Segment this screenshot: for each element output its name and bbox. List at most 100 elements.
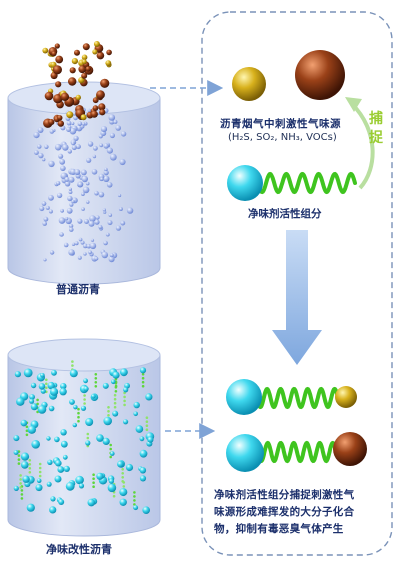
cyan-particle	[133, 505, 139, 511]
asphalt-particle	[106, 147, 113, 154]
spring-bead	[71, 364, 74, 367]
spring-bead	[36, 398, 39, 402]
spring-bead	[112, 494, 116, 498]
asphalt-particle	[77, 218, 83, 224]
spring-bead	[45, 382, 48, 386]
cyan-particle	[69, 399, 75, 405]
asphalt-particles	[33, 107, 134, 263]
asphalt-particle	[71, 199, 75, 204]
spring-bead	[38, 470, 42, 474]
asphalt-particle	[48, 194, 54, 201]
asphalt-particle	[81, 122, 86, 126]
spring-bead	[114, 386, 118, 389]
brown-smoke-particle	[52, 65, 63, 75]
asphalt-particle	[77, 255, 82, 260]
asphalt-particle	[49, 250, 55, 255]
spring-bead	[86, 432, 90, 436]
asphalt-particle	[90, 238, 95, 242]
spring-bead	[92, 473, 95, 477]
asphalt-particle	[60, 165, 66, 172]
cyan-particle	[49, 506, 57, 514]
cyan-particle	[26, 503, 35, 512]
cyan-particle	[54, 475, 62, 483]
asphalt-particle	[48, 209, 53, 214]
spring-bead	[19, 486, 22, 489]
asphalt-particle	[104, 167, 108, 172]
asphalt-particle	[88, 250, 92, 255]
cyan-particle	[23, 368, 33, 378]
asphalt-particle	[71, 141, 75, 146]
spring-bead	[77, 419, 80, 423]
cyan-particle	[63, 465, 70, 472]
spring-bead	[113, 405, 117, 409]
spring-bead	[145, 428, 149, 432]
cyan-particle	[21, 461, 29, 469]
asphalt-particle	[69, 202, 74, 207]
cyan-particle	[80, 405, 87, 411]
asphalt-particle	[73, 135, 79, 141]
cyan-particle	[83, 378, 88, 384]
asphalt-particle	[45, 205, 50, 210]
asphalt-particle	[87, 141, 94, 147]
cyan-particle	[119, 498, 127, 506]
asphalt-particle	[59, 232, 64, 237]
asphalt-particle	[100, 177, 104, 181]
asphalt-particle	[100, 126, 108, 133]
asphalt-particle	[41, 201, 47, 206]
asphalt-particle	[42, 221, 47, 226]
asphalt-particle	[66, 120, 72, 126]
cyan-particle	[147, 436, 154, 443]
spring-bead	[145, 424, 149, 428]
brown-molecule-icon	[295, 50, 345, 100]
brown-smoke-particle	[48, 119, 55, 126]
ordinary-asphalt-label: 普通沥青	[56, 283, 100, 296]
mechanism-line-2: 味源形成难挥发的大分子化合	[214, 506, 355, 518]
asphalt-particle	[108, 256, 115, 263]
capture-label: 捕捉	[369, 111, 383, 146]
asphalt-particle	[99, 143, 104, 148]
spring-bead	[123, 399, 126, 403]
asphalt-particle	[85, 181, 90, 186]
component-with-gold-icon	[226, 379, 357, 415]
asphalt-particle	[37, 144, 42, 149]
spring-bead	[109, 447, 112, 451]
spring-bead	[83, 398, 86, 401]
active-component-icon	[227, 165, 357, 201]
asphalt-particle	[67, 149, 73, 154]
asphalt-particle	[80, 240, 85, 245]
spring-bead	[113, 401, 117, 405]
spring-bead	[19, 474, 22, 477]
spring-bead	[28, 463, 32, 466]
spring-bead	[141, 380, 145, 384]
spring-bead	[25, 429, 29, 433]
asphalt-particle	[58, 153, 64, 159]
cyan-particle	[112, 410, 119, 417]
cyan-particle	[133, 411, 138, 417]
asphalt-particle	[75, 144, 81, 150]
asphalt-particle	[59, 158, 66, 165]
brown-smoke-particle	[78, 65, 87, 74]
asphalt-particle	[94, 190, 99, 196]
asphalt-particle	[48, 160, 55, 168]
cyan-particle	[40, 388, 46, 394]
mechanism-line-1: 净味剂活性组分捕捉刺激性气	[214, 489, 355, 501]
asphalt-particle	[43, 216, 49, 222]
brown-smoke-particle	[68, 77, 77, 86]
cyan-particle	[13, 485, 19, 491]
spring-bead	[141, 384, 145, 388]
spring-bead	[107, 414, 110, 417]
cyan-particle	[51, 369, 57, 376]
asphalt-particle	[39, 206, 45, 212]
brown-smoke-particle	[99, 109, 106, 116]
cyan-particle	[72, 422, 78, 428]
spring-bead	[19, 478, 22, 481]
cyan-particle	[46, 436, 51, 441]
asphalt-particle	[84, 219, 89, 224]
component-label: 净味剂活性组分	[248, 208, 322, 220]
cyan-particle	[102, 437, 110, 445]
cyan-particle	[20, 419, 28, 427]
asphalt-particle	[66, 127, 72, 132]
asphalt-particle	[69, 127, 77, 135]
asphalt-particle	[71, 242, 76, 246]
asphalt-particle	[109, 153, 117, 161]
